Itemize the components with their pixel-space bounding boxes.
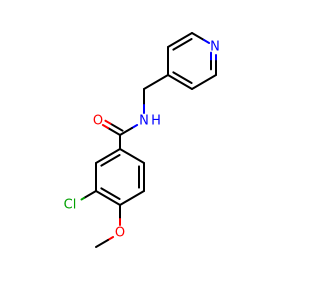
- pyridine-nitrogen-label: N: [210, 40, 220, 55]
- bond-line-11: [172, 71, 193, 84]
- bond-line-5: [191, 74, 217, 90]
- bond-line-17: [107, 127, 121, 136]
- molecule-canvas: N N H O Cl O: [0, 0, 300, 300]
- bond-line-20: [104, 119, 112, 125]
- bond-line-16: [119, 127, 133, 136]
- bond-line-19: [109, 122, 124, 132]
- bond-line-18: [101, 124, 109, 129]
- bond-line-31: [83, 190, 97, 199]
- bonds: [80, 32, 217, 248]
- amide-hydrogen-label: H: [151, 114, 161, 129]
- bond-line-36: [95, 239, 109, 248]
- background: [0, 0, 300, 300]
- bond-line-24: [119, 190, 145, 206]
- amide-nitrogen-label: N: [139, 114, 149, 129]
- bond-line-22: [119, 148, 145, 164]
- bond-line-27: [95, 148, 121, 164]
- bond-line-32: [80, 197, 85, 201]
- bond-line-1: [191, 32, 205, 41]
- bond-line-30: [100, 154, 121, 167]
- bond-line-8: [172, 38, 193, 51]
- structure-diagram: N N H O Cl O: [0, 0, 300, 300]
- chlorine-label: Cl: [64, 198, 77, 213]
- bond-line-0: [167, 32, 193, 48]
- bond-line-12: [143, 74, 169, 90]
- bond-line-2: [203, 39, 211, 44]
- bond-line-6: [167, 74, 193, 90]
- methoxy-oxygen-label: O: [115, 226, 125, 241]
- bond-line-25: [95, 190, 121, 206]
- atom-labels: N N H O Cl O: [64, 40, 220, 241]
- carbonyl-oxygen-label: O: [93, 114, 103, 129]
- bond-line-29: [100, 187, 121, 200]
